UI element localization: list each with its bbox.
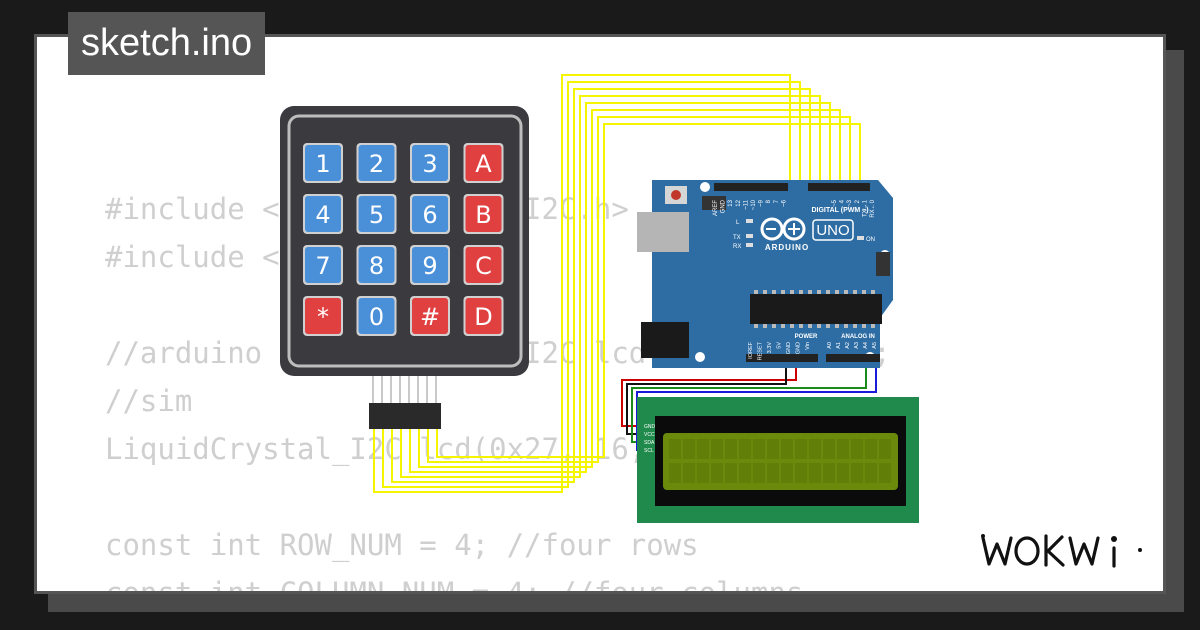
code-line: const int ROW_NUM = 4; //four rows [105, 528, 699, 562]
digital-pin-label: ~5 [832, 199, 838, 207]
keypad-key-a[interactable]: A [463, 143, 504, 183]
lcd-pin-label: SCL [644, 448, 654, 454]
keypad-key-label: 8 [369, 252, 384, 280]
power-pin-label: 3.3V [767, 342, 773, 354]
keypad-key-2[interactable]: 2 [356, 143, 397, 183]
keypad-key-9[interactable]: 9 [410, 245, 450, 285]
keypad-key-label: 6 [422, 201, 437, 229]
keypad-key-label: # [420, 303, 440, 331]
lcd-module[interactable]: GND VCC SDA SCL [637, 397, 919, 523]
digital-pin-label: ~6 [781, 199, 787, 207]
digital-pin-label: GND [721, 199, 727, 213]
digital-pin-label: 13 [728, 199, 734, 206]
digital-pin-label: 12 [736, 199, 742, 206]
keypad-key-label: * [317, 303, 329, 331]
digital-pin-label: ~9 [759, 199, 765, 207]
keypad-key-label: 7 [315, 252, 330, 280]
usb-port [637, 212, 689, 252]
keypad-key-0[interactable]: 0 [356, 296, 397, 336]
keypad-key-star[interactable]: * [303, 296, 343, 336]
keypad-key-4[interactable]: 4 [303, 194, 343, 234]
digital-pin-label: 7 [774, 199, 780, 203]
keypad-key-6[interactable]: 6 [410, 194, 450, 234]
keypad-key-1[interactable]: 1 [303, 143, 343, 183]
digital-pin-label: AREF [713, 200, 719, 216]
power-label: POWER [795, 334, 818, 340]
reset-button[interactable] [671, 190, 681, 200]
vcc-wire [621, 356, 797, 427]
keypad-key-label: D [474, 303, 492, 331]
power-pin-label: GND [786, 342, 792, 354]
digital-pin-label: 4 [840, 199, 846, 203]
digital-header-a [714, 183, 788, 191]
keypad-key-label: 1 [315, 150, 330, 178]
lcd-pin-label: GND [644, 424, 656, 430]
digital-pin-label: 2 [855, 199, 861, 203]
keypad-key-label: 2 [369, 150, 384, 178]
digital-header-b [808, 183, 870, 191]
lcd-pin-label: VCC [644, 432, 655, 438]
power-pin-label: RESET [758, 341, 764, 360]
power-header [746, 354, 818, 362]
keypad[interactable]: 1 2 3 A 4 5 6 B 7 8 9 C * 0 # D [280, 106, 529, 429]
keypad-key-b[interactable]: B [463, 194, 504, 234]
on-label: ON [866, 237, 875, 243]
digital-pin-label: ~11 [743, 199, 749, 209]
power-pin-label: IOREF [748, 341, 754, 358]
lcd-pin-label: SDA [644, 440, 655, 446]
keypad-key-d[interactable]: D [463, 296, 504, 336]
keypad-key-8[interactable]: 8 [356, 245, 397, 285]
keypad-key-label: A [475, 150, 492, 178]
keypad-header [369, 403, 441, 429]
analog-pin-label: A0 [827, 342, 833, 349]
keypad-key-label: 3 [422, 150, 437, 178]
atmega-chip [750, 294, 882, 324]
keypad-key-label: 9 [422, 252, 437, 280]
keypad-key-label: C [475, 252, 492, 280]
led-label-l: L [736, 220, 740, 226]
gnd-wire [626, 356, 787, 435]
keypad-key-label: B [475, 201, 491, 229]
digital-pin-label: TX→1 [862, 199, 868, 217]
power-jack [641, 322, 689, 358]
digital-pin-label: 8 [766, 199, 772, 203]
keypad-key-7[interactable]: 7 [303, 245, 343, 285]
analog-header [826, 354, 880, 362]
code-line: //sim [105, 384, 193, 418]
analog-label: ANALOG IN [841, 334, 875, 340]
led-label-rx: RX [733, 244, 741, 250]
analog-pin-label: A1 [836, 342, 842, 349]
digital-pin-label: RX←0 [870, 199, 876, 217]
arduino-brand: ARDUINO [765, 243, 809, 252]
power-pin-label: 5V [777, 342, 783, 349]
keypad-wires [373, 74, 861, 493]
digital-pin-label: ~10 [751, 199, 757, 210]
keypad-key-label: 0 [369, 303, 384, 331]
code-line: const int COLUMN_NUM = 4; //four columns [105, 576, 804, 594]
arduino-logo [760, 217, 806, 241]
analog-pin-label: A3 [854, 342, 860, 349]
arduino-model: UNO [816, 222, 849, 239]
power-pin-label: GND [796, 342, 802, 354]
analog-pin-label: A5 [872, 342, 878, 349]
digital-pin-label: ~3 [847, 199, 853, 207]
wokwi-logo [981, 534, 1142, 568]
keypad-key-label: 4 [315, 201, 330, 229]
digital-label: DIGITAL (PWM ~) [811, 207, 868, 214]
keypad-key-hash[interactable]: # [410, 296, 450, 336]
keypad-key-c[interactable]: C [463, 245, 504, 285]
keypad-key-label: 5 [369, 201, 384, 229]
power-pin-label: Vin [805, 342, 811, 350]
led-label-tx: TX [733, 235, 741, 241]
keypad-key-5[interactable]: 5 [356, 194, 397, 234]
analog-pin-label: A2 [845, 342, 851, 349]
analog-pin-label: A4 [863, 342, 869, 349]
keypad-key-3[interactable]: 3 [410, 143, 450, 183]
sketch-filename: sketch.ino [68, 12, 266, 75]
